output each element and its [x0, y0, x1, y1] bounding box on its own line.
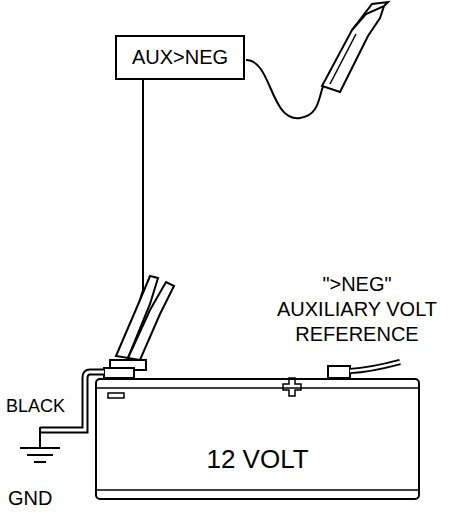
positive-cable — [350, 362, 400, 371]
probe-cable — [246, 60, 326, 118]
ground-label: GND — [8, 486, 78, 511]
negative-terminal — [104, 368, 134, 378]
wire-color-label: BLACK — [6, 395, 86, 418]
probe-clip — [322, 6, 384, 92]
battery-body: 12 VOLT — [95, 378, 420, 500]
battery-lid — [96, 387, 419, 389]
positive-terminal — [328, 366, 350, 378]
ground-wire — [39, 427, 41, 448]
positive-cable — [350, 362, 400, 371]
plus-mark — [283, 378, 301, 396]
node-label: AUX>NEG — [132, 46, 228, 69]
aux-box: AUX>NEG — [115, 35, 245, 80]
reference-note: ">NEG" AUXILIARY VOLT REFERENCE — [272, 272, 442, 347]
battery-outline — [95, 378, 420, 500]
battery-case — [96, 379, 419, 499]
minus-mark — [108, 393, 124, 398]
box-border — [116, 36, 244, 79]
probe-clip-jaw — [352, 2, 388, 30]
battery-base — [96, 489, 419, 491]
probe-clip-ridge — [330, 34, 356, 84]
ground-symbol — [34, 461, 46, 463]
ground-symbol — [20, 447, 60, 449]
clamp-handle — [128, 282, 174, 360]
ground-symbol — [27, 454, 53, 456]
node-label: 12 VOLT — [206, 444, 308, 475]
